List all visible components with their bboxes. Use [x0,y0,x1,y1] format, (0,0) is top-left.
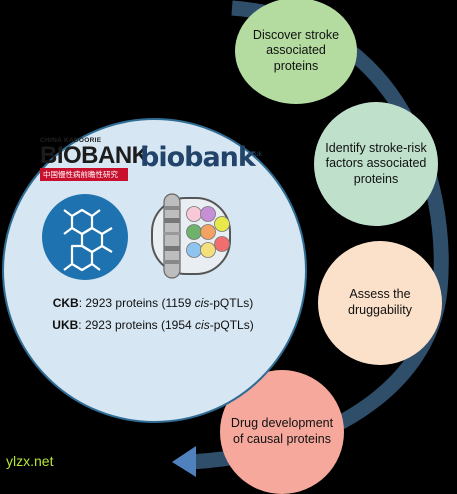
china-kadoorie-biobank-logo: CHINA KADOORIE BIOBANK 中国慢性病前瞻性研究 [40,137,149,181]
chromosome-dot [186,206,202,222]
chromosome-dot [186,242,202,258]
step-identify-label: Identify stroke-risk factors associated … [325,140,427,186]
ukb-logo-word: biobank [140,142,256,173]
chromosome-dot [186,224,202,240]
chromosome-icon [151,193,231,279]
ukb-cis-italic: cis [195,318,210,332]
step-discover: Discover stroke associated proteins [235,0,357,104]
ckb-stats-suffix: -pQTLs) [209,296,254,310]
watermark: ylzx.net [6,453,54,469]
ckb-logo-chinese: 中国慢性病前瞻性研究 [40,168,128,181]
ckb-logo-word: BIOBANK [40,142,149,169]
ckb-stats-text: : 2923 proteins (1159 [78,296,195,310]
step-identify: Identify stroke-risk factors associated … [314,102,438,226]
chromosome-dot [200,224,216,240]
step-assess: Assess the druggability [318,241,442,365]
ukb-stats: UKB: 2923 proteins (1954 cis-pQTLs) [18,318,288,332]
ckb-cis-italic: cis [194,296,210,310]
chromosome-dot [214,216,230,232]
diagram: Discover stroke associated proteins Iden… [2,0,449,494]
ukb-logo-sup: uk [254,151,263,158]
chromosome-dot [200,206,216,222]
ukb-stats-text: : 2923 proteins (1954 [78,318,196,332]
uk-biobank-logo: biobankuk [140,142,262,173]
step-drug-development-label: Drug development of causal proteins [230,416,334,446]
molecule-badge [42,194,128,280]
molecule-icon [63,208,113,272]
chromosome-dot [200,242,216,258]
ukb-cohort-label: UKB [52,318,79,332]
step-assess-label: Assess the druggability [348,287,412,317]
ukb-stats-suffix: -pQTLs) [209,318,254,332]
arrow-head-icon [172,446,196,477]
step-discover-label: Discover stroke associated proteins [252,27,340,73]
ckb-stats: CKB: 2923 proteins (1159 cis-pQTLs) [18,296,288,310]
ckb-cohort-label: CKB [52,296,79,310]
ckb-logo-top: CHINA KADOORIE [40,137,102,144]
chromosome-dot [214,236,230,252]
